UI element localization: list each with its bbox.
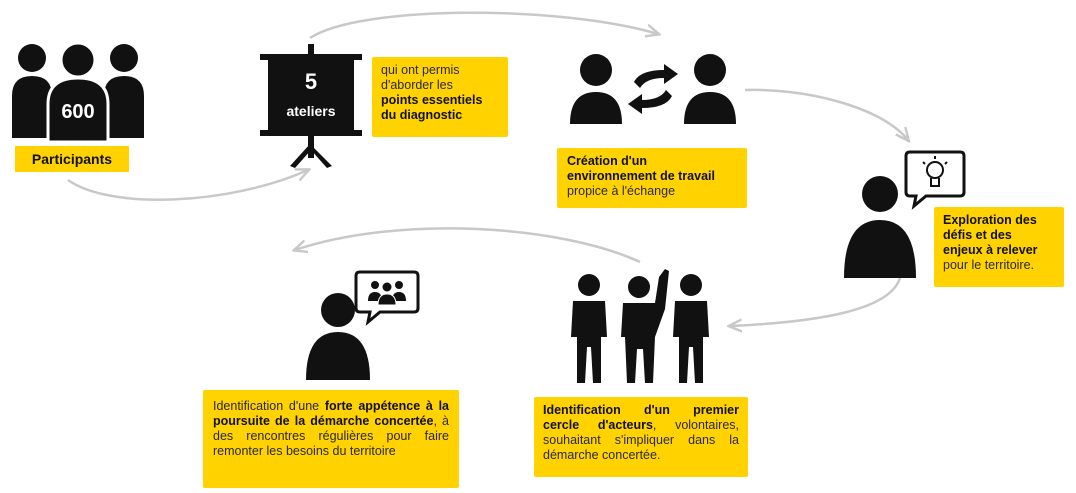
ateliers-word: ateliers [286, 103, 335, 119]
acteurs-description: Identification d'un premier cercle d'act… [534, 397, 748, 477]
participants-label: Participants [15, 146, 129, 172]
arrow-creation-to-exploration [744, 88, 908, 140]
presentation-board-icon: 5 ateliers [260, 44, 362, 168]
person-idea-bubble-icon [844, 150, 966, 278]
person-group-bubble-icon [306, 270, 420, 380]
arrow-exploration-to-acteurs [730, 277, 902, 326]
appetence-description: Identification d'une forte appétence à l… [203, 390, 459, 488]
lightbulb-icon [922, 156, 948, 187]
group-of-people-icon: 600 [12, 41, 144, 144]
group-mini-icon [368, 281, 406, 306]
exploration-description: Exploration des défis et des enjeux à re… [934, 207, 1064, 287]
ateliers-description: qui ont permis d'aborder les points esse… [372, 57, 508, 137]
three-people-raised-hand-icon [571, 269, 709, 383]
arrow-acteurs-to-appetence [295, 227, 641, 264]
exchange-people-icon [570, 54, 736, 124]
ateliers-number: 5 [305, 69, 317, 94]
arrow-ateliers-to-creation [309, 11, 658, 40]
creation-description: Création d'un environnement de travail p… [557, 148, 747, 208]
participant-count: 600 [61, 101, 94, 123]
arrow-participants-to-ateliers [67, 170, 308, 201]
